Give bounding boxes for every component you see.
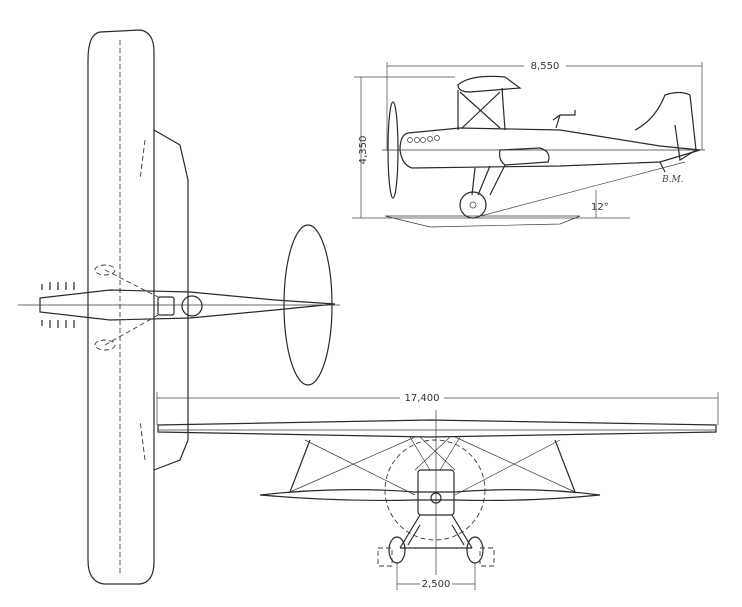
interplane-struts bbox=[289, 439, 576, 493]
radiator-top bbox=[94, 264, 116, 276]
cockpit-rear bbox=[181, 295, 203, 317]
length-label: 8,550 bbox=[531, 61, 560, 72]
radiator-bottom bbox=[94, 339, 116, 351]
front-view: 17,400 2,500 bbox=[156, 391, 719, 590]
tail-skid bbox=[659, 161, 666, 173]
fin-rudder bbox=[634, 91, 697, 161]
span-label-bg bbox=[400, 391, 444, 404]
left-wheel-front bbox=[388, 536, 406, 564]
lower-wing-hidden bbox=[139, 139, 146, 461]
strut-lines-plan bbox=[104, 269, 161, 346]
track-label-bg bbox=[420, 577, 452, 590]
landing-gear-side bbox=[471, 164, 506, 196]
landing-gear-front bbox=[399, 514, 473, 549]
ground-angle-line bbox=[472, 161, 686, 219]
propeller-side bbox=[387, 101, 399, 199]
upper-wing-front bbox=[157, 419, 717, 438]
upper-wing-plan bbox=[87, 29, 155, 585]
height-label: 4,350 bbox=[358, 136, 369, 165]
lower-wing-front bbox=[259, 489, 601, 502]
length-label-bg bbox=[524, 59, 566, 72]
lower-wing-side bbox=[498, 147, 550, 166]
machine-gun bbox=[552, 110, 576, 129]
fuselage-plan bbox=[39, 289, 336, 321]
signature: B.M. bbox=[661, 175, 684, 185]
portholes bbox=[407, 135, 440, 143]
tailplane-plan bbox=[283, 224, 333, 386]
cabane-struts bbox=[457, 87, 506, 131]
ground-angle-label: 12° bbox=[591, 202, 609, 213]
propeller-disc bbox=[384, 439, 486, 541]
span-label: 17,400 bbox=[405, 393, 440, 404]
fuselage-side bbox=[399, 127, 701, 169]
right-wheel-front bbox=[466, 536, 484, 564]
upper-wing-side bbox=[457, 75, 522, 93]
engine-cylinders bbox=[41, 282, 75, 328]
lower-wing-outline bbox=[153, 129, 189, 471]
cockpit-front bbox=[157, 296, 175, 316]
wheel-hub bbox=[469, 201, 477, 209]
ground-shadow bbox=[384, 215, 581, 228]
plan-view bbox=[18, 29, 340, 585]
side-view: 8,550 4,350 12° B.M. bbox=[352, 59, 705, 228]
bracing-wires bbox=[289, 436, 576, 496]
track-label: 2,500 bbox=[422, 579, 451, 590]
wheel-side bbox=[459, 191, 487, 219]
